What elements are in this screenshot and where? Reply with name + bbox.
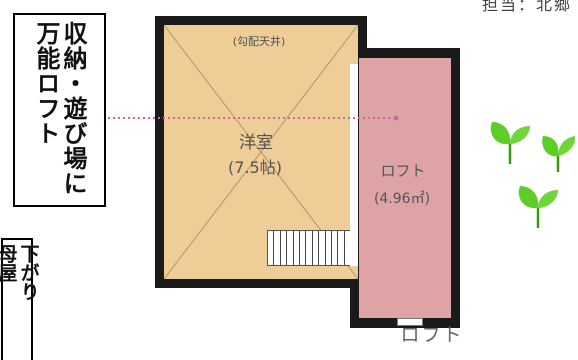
room-size: (7.5帖): [228, 158, 282, 177]
stair-opening: [350, 226, 358, 266]
staircase: [267, 230, 352, 266]
ceiling-note: (勾配天井): [232, 35, 286, 48]
loft-name: ロフト: [380, 162, 426, 180]
note-box: 下がり 母屋: [0, 238, 40, 360]
dotted-arrow-icon: [108, 115, 399, 121]
promo-line-1: 収納・遊び場に: [59, 21, 87, 196]
note-line-1: 下がり: [17, 244, 40, 301]
loft-ladder-mark: [397, 318, 423, 326]
sprout-icon: [490, 122, 530, 165]
room-name: 洋室: [239, 133, 273, 153]
room-loft-opening: [350, 64, 358, 264]
promo-line-2: 万能ロフト: [32, 21, 60, 146]
loft-size: (4.96㎡): [373, 191, 431, 207]
note-line-2: 母屋: [0, 244, 18, 282]
credit-text: 担当：北郷: [481, 0, 572, 14]
loft-label-below: ロフト: [400, 324, 464, 346]
loft-room: [359, 58, 451, 318]
sprout-icon: [518, 186, 558, 229]
promo-box: 収納・遊び場に 万能ロフト: [13, 13, 106, 207]
sprout-icon: [542, 136, 576, 172]
